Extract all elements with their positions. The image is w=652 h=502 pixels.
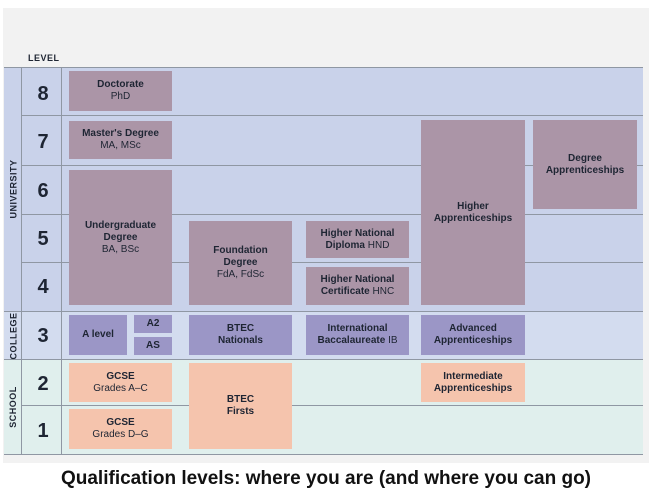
section-label-school: SCHOOL — [8, 386, 19, 428]
higher-apprenticeships-box: Higher Apprenticeships — [421, 120, 525, 305]
gridline — [4, 454, 643, 455]
gridline — [22, 115, 643, 116]
level-number: 6 — [37, 180, 49, 202]
section-label-college: COLLEGE — [8, 311, 19, 360]
hnd-box: Higher National Diploma HND — [306, 221, 409, 258]
foundation-degree-box: Foundation Degree FdA, FdSc — [189, 221, 292, 305]
hnc-box: Higher National Certificate HNC — [306, 267, 409, 305]
level-number: 3 — [37, 325, 49, 347]
degree-apprenticeships-box: Degree Apprenticeships — [533, 120, 637, 209]
gcse-d-g-box: GCSE Grades D–G — [69, 409, 172, 449]
international-baccalaureate-box: International Baccalaureate IB — [306, 315, 409, 355]
level-number: 8 — [37, 83, 49, 105]
gridline — [4, 67, 643, 68]
level-number: 4 — [37, 276, 49, 298]
level-header: LEVEL — [28, 53, 60, 63]
gridline — [4, 359, 643, 360]
undergraduate-degree-box: Undergraduate Degree BA, BSc — [69, 170, 172, 305]
gridline — [4, 311, 643, 312]
gridline — [21, 67, 22, 454]
gridline — [61, 67, 62, 454]
doctorate-box: Doctorate PhD — [69, 71, 172, 111]
gridline — [22, 165, 643, 166]
masters-degree-box: Master's Degree MA, MSc — [69, 121, 172, 159]
level-number: 2 — [37, 373, 49, 395]
level-number: 1 — [37, 420, 49, 442]
advanced-apprenticeships-box: Advanced Apprenticeships — [421, 315, 525, 355]
level-number: 7 — [37, 131, 49, 153]
gridline — [22, 214, 643, 215]
btec-firsts-box: BTEC Firsts — [189, 363, 292, 449]
gridline — [22, 262, 643, 263]
a2-box: A2 — [134, 315, 172, 333]
gridline — [22, 405, 643, 406]
gcse-a-c-box: GCSE Grades A–C — [69, 363, 172, 402]
btec-nationals-box: BTEC Nationals — [189, 315, 292, 355]
as-box: AS — [134, 337, 172, 355]
diagram-caption: Qualification levels: where you are (and… — [60, 468, 592, 489]
intermediate-apprenticeships-box: Intermediate Apprenticeships — [421, 363, 525, 402]
level-number: 5 — [37, 228, 49, 250]
section-label-university: UNIVERSITY — [8, 159, 19, 219]
a-level-box: A level — [69, 315, 127, 355]
